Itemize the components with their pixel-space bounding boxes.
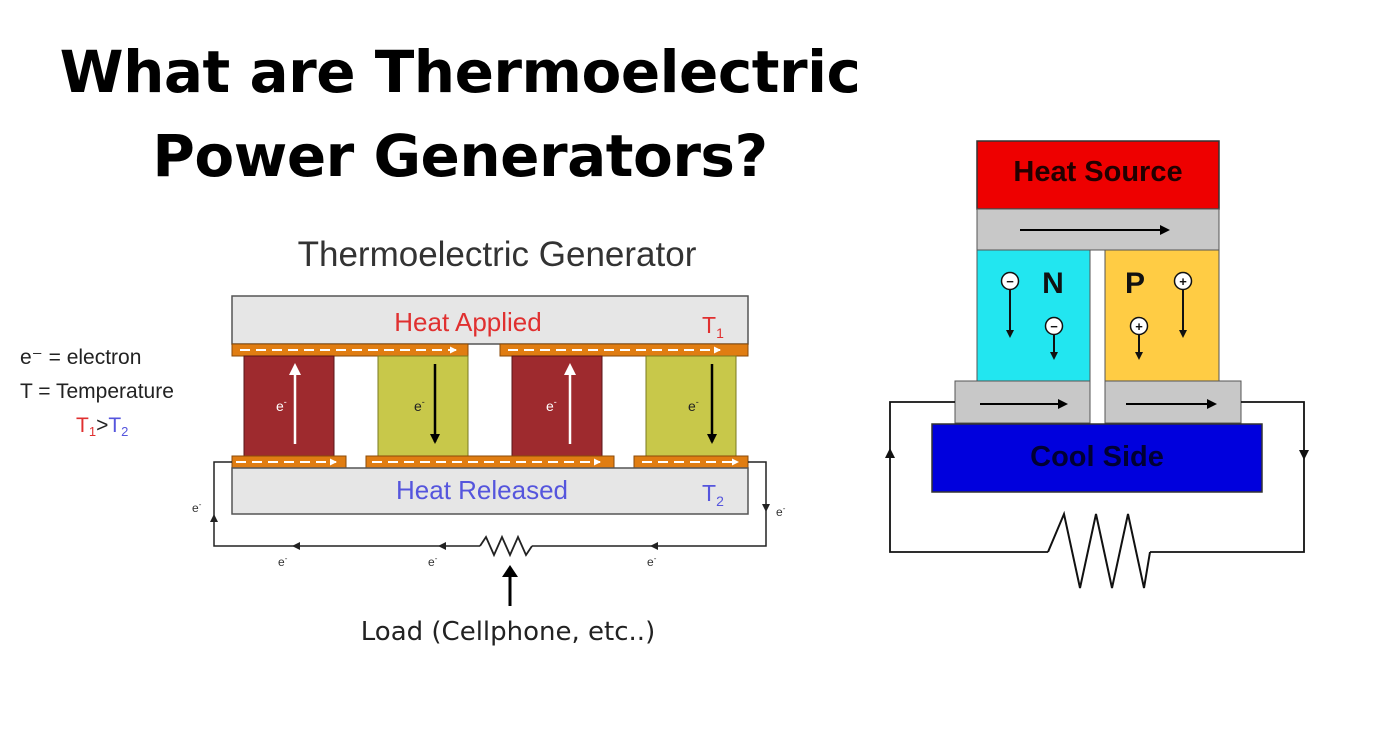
- hole-icon-2: [1129, 316, 1149, 336]
- hole-icon-1: [1173, 271, 1193, 291]
- legend-t1-sub: 1: [89, 424, 96, 439]
- p-type-label: P: [1125, 267, 1145, 300]
- p-leg-2-electron: e-: [546, 397, 557, 414]
- np-circuit-right: [1150, 401, 1305, 553]
- wire-electron-bottom-1: e-: [278, 554, 288, 569]
- hot-temp-label: T1: [702, 312, 724, 341]
- hole-icon-1-sign: +: [1179, 274, 1187, 289]
- page-title-line-1: What are Thermoelectric: [59, 38, 861, 106]
- hole-2-arrowhead: [1135, 352, 1143, 360]
- electron-icon-2-sign: −: [1050, 319, 1058, 334]
- wire-arrow-bottom-3: [650, 542, 658, 550]
- cold-temp-label: T2: [702, 480, 724, 509]
- bottom-connector-right: [1104, 380, 1242, 424]
- n-leg-1: [377, 355, 469, 457]
- hot-plate: [231, 295, 749, 345]
- np-circuit-left: [889, 401, 1048, 553]
- p-leg-2: [511, 355, 603, 457]
- top-conductor-left: [231, 343, 469, 357]
- electron-icon-1: [1000, 271, 1020, 291]
- wire-electron-bottom-3: e-: [647, 554, 657, 569]
- heat-source-label: Heat Source: [1013, 156, 1182, 188]
- teg-legend: e⁻ = electron T = Temperature T1>T2: [20, 346, 174, 439]
- wire-arrow-right-down: [762, 504, 770, 512]
- wire-arrow-left-up: [210, 514, 218, 522]
- p-type-block: [1104, 249, 1220, 382]
- load-resistor: [479, 534, 533, 558]
- electron-2-arrowhead: [1050, 352, 1058, 360]
- electron-1-arrowhead: [1006, 330, 1014, 338]
- legend-gt: >: [96, 414, 108, 437]
- hole-1-arrowhead: [1179, 330, 1187, 338]
- n-leg-2: [645, 355, 737, 457]
- circuit-wire-left: [213, 461, 480, 547]
- legend-t2-sub: 2: [121, 424, 128, 439]
- electron-icon-2: [1044, 316, 1064, 336]
- load-label: Load (Cellphone, etc..): [361, 617, 655, 647]
- cold-plate: [231, 467, 749, 515]
- top-connector: [976, 208, 1220, 251]
- legend-temperature: T = Temperature: [20, 380, 174, 403]
- page-title: What are Thermoelectric Power Generators…: [20, 30, 900, 198]
- n-type-label: N: [1042, 267, 1064, 300]
- wire-electron-bottom-2: e-: [428, 554, 438, 569]
- cold-temp-sub: 2: [716, 493, 724, 509]
- wire-electron-right: e-: [776, 504, 786, 519]
- wire-arrow-bottom-1: [292, 542, 300, 550]
- legend-comparison: T1>T2: [76, 414, 128, 439]
- n-leg-1-electron: e-: [414, 397, 425, 414]
- n-type-block: [976, 249, 1091, 382]
- load-pointer-head: [502, 565, 518, 577]
- cold-plate-label: Heat Released: [396, 475, 568, 505]
- wire-electron-left: e-: [192, 500, 202, 515]
- hole-icon-2-sign: +: [1135, 319, 1143, 334]
- cool-side-label: Cool Side: [1030, 441, 1164, 473]
- hot-temp-sub: 1: [716, 325, 724, 341]
- np-wire-arrow-up: [885, 448, 895, 458]
- legend-electron: e⁻ = electron: [20, 346, 141, 369]
- page-title-line-2: Power Generators?: [152, 122, 768, 190]
- wire-arrow-bottom-2: [438, 542, 446, 550]
- electron-icon-1-sign: −: [1006, 274, 1014, 289]
- p-leg-1-electron: e-: [276, 397, 287, 414]
- bottom-connector-left: [954, 380, 1091, 424]
- legend-t2: T: [108, 414, 121, 437]
- hot-temp-t: T: [702, 312, 716, 338]
- np-load-resistor: [1047, 510, 1151, 589]
- n-leg-2-electron: e-: [688, 397, 699, 414]
- cool-side-block: [931, 423, 1263, 493]
- np-diagram: Heat Source N − − P + + C: [885, 140, 1309, 589]
- legend-t1: T: [76, 414, 89, 437]
- cold-temp-t: T: [702, 480, 716, 506]
- heat-source-block: [976, 140, 1220, 210]
- teg-heading: Thermoelectric Generator: [298, 235, 697, 274]
- np-wire-arrow-down: [1299, 450, 1309, 460]
- teg-diagram: Thermoelectric Generator e⁻ = electron T…: [20, 235, 786, 647]
- p-leg-1: [243, 355, 335, 457]
- hot-plate-label: Heat Applied: [394, 307, 541, 337]
